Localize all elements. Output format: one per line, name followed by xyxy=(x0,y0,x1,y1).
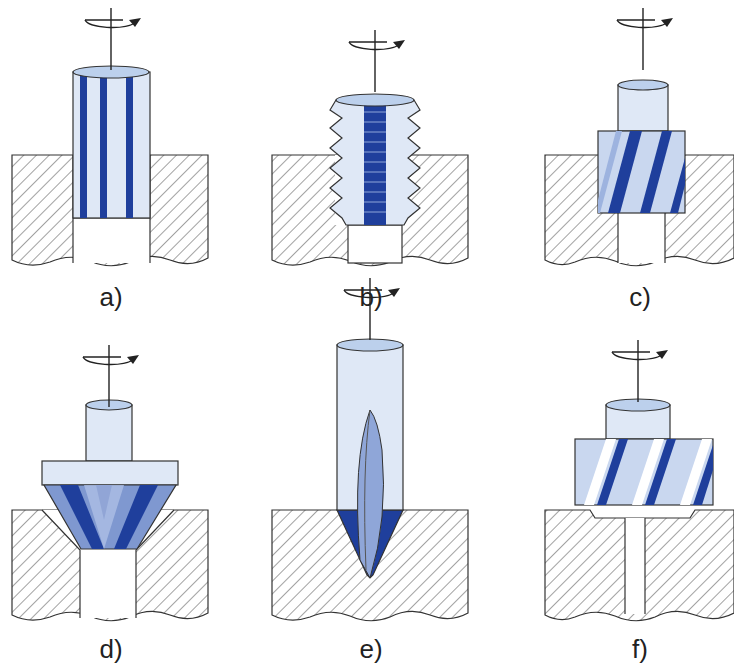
figure-label: d) xyxy=(99,634,122,664)
figure-label: e) xyxy=(359,634,382,664)
figure-label: a) xyxy=(99,282,122,312)
figure-label: f) xyxy=(632,634,648,664)
figure-label: b) xyxy=(359,282,382,312)
counterboring-figure xyxy=(545,8,734,266)
spot-drilling-figure xyxy=(272,278,468,621)
tapping-figure xyxy=(272,30,468,266)
spot-facing-figure xyxy=(545,340,734,621)
figure-label: c) xyxy=(629,282,651,312)
reaming-figure xyxy=(12,8,208,266)
countersinking-figure xyxy=(12,345,208,621)
